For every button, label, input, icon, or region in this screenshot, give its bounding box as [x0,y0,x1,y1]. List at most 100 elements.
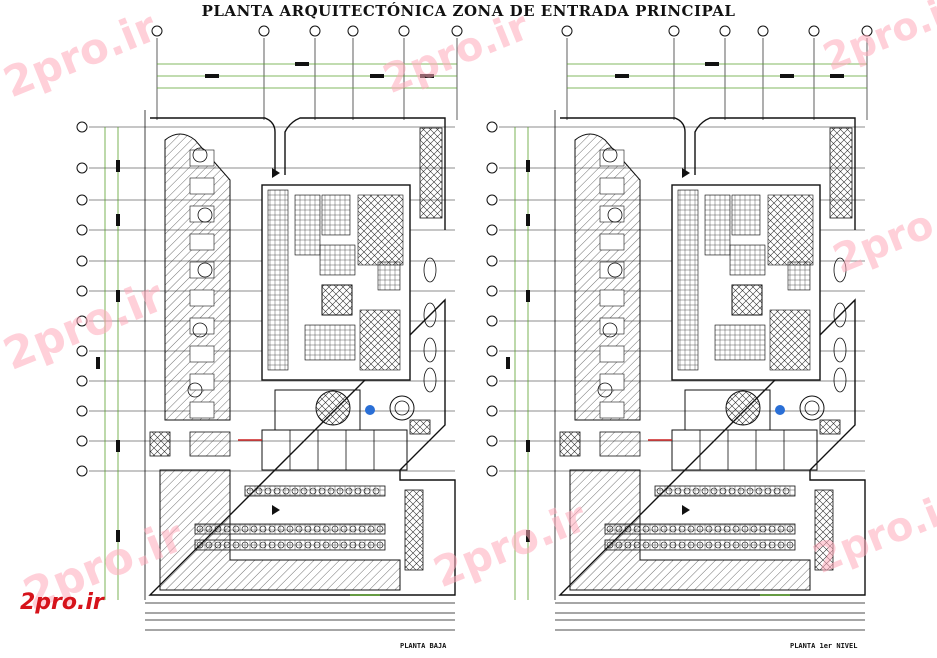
dimension-tick [526,290,530,302]
car-stall [665,487,673,495]
car-stall [286,541,294,549]
planter [189,401,215,419]
car-stall [714,525,722,533]
fountain [315,390,351,426]
axis-bubble [76,345,88,357]
car-stall [633,525,641,533]
car-stall [376,541,384,549]
round-planter-inner [394,400,410,416]
car-stall [223,525,231,533]
dimension-tick [370,74,384,78]
car-stall [367,541,375,549]
axis-bubble [451,25,463,37]
car-stall [642,525,650,533]
car-stall [683,487,691,495]
axis-bubble [76,285,88,297]
car-stall [264,487,272,495]
axis-bubble [76,315,88,327]
car-stall [286,525,294,533]
axis-bubble [76,375,88,387]
car-stall [714,541,722,549]
car-stall [786,525,794,533]
axis-bubble [76,162,88,174]
parking-row-1 [244,485,386,497]
shrub [833,257,847,283]
car-stall [741,525,749,533]
parking-band-bottom [569,469,811,591]
car-stall [340,541,348,549]
dimension-tick [526,160,530,172]
car-stall [223,541,231,549]
car-stall [214,525,222,533]
dimension-tick [96,357,100,369]
dimension-tick [615,74,629,78]
drawing-title: PLANTA ARQUITECTÓNICA ZONA DE ENTRADA PR… [201,2,736,20]
shrub [423,302,437,328]
car-stall [719,487,727,495]
section-arrow [682,505,690,515]
car-stall [291,487,299,495]
axis-bubble [398,25,410,37]
car-stall [615,525,623,533]
hall [359,309,401,371]
car-stall [358,525,366,533]
dimension-tick [116,160,120,172]
car-stall [669,525,677,533]
shrub [833,337,847,363]
axis-bubble [76,435,88,447]
marker-blue [775,405,785,415]
ramp [819,419,841,435]
tree [607,207,623,223]
tree [192,322,208,338]
dimension-tick [420,74,434,78]
car-stall [674,487,682,495]
planter [189,233,215,251]
dimension-tick [830,74,844,78]
car-stall [723,541,731,549]
stair-core [731,284,763,316]
car-stall [746,487,754,495]
hall [769,309,811,371]
car-stall [232,525,240,533]
car-stall [750,541,758,549]
axis-bubble [486,255,498,267]
planter [599,345,625,363]
car-stall [737,487,745,495]
car-stall [692,487,700,495]
tree [197,207,213,223]
car-stall [750,525,758,533]
round-planter [389,395,415,421]
car-stall [349,541,357,549]
section-arrow [272,168,280,178]
corridor-strip [677,189,699,371]
tree-row [419,127,443,219]
parking-row-3 [604,539,796,551]
shrub [833,367,847,393]
car-stall [372,487,380,495]
planter [189,149,215,167]
axis-bubble [151,25,163,37]
car-stall [313,525,321,533]
car-stall [678,525,686,533]
car-stall [349,525,357,533]
car-stall [773,487,781,495]
parking-row-1 [654,485,796,497]
car-stall [651,525,659,533]
axis-bubble [486,405,498,417]
room-block [731,194,761,236]
dimension-tick [526,530,530,542]
car-stall [277,525,285,533]
room-block [377,261,401,291]
parking-band-bottom [159,469,401,591]
car-stall [205,541,213,549]
site-boundary [148,117,456,596]
car-stall [660,541,668,549]
car-stall [304,525,312,533]
shrub [423,337,437,363]
car-stall [255,487,263,495]
dimension-tick [780,74,794,78]
shrub [423,367,437,393]
car-stall [318,487,326,495]
planter [189,205,215,223]
